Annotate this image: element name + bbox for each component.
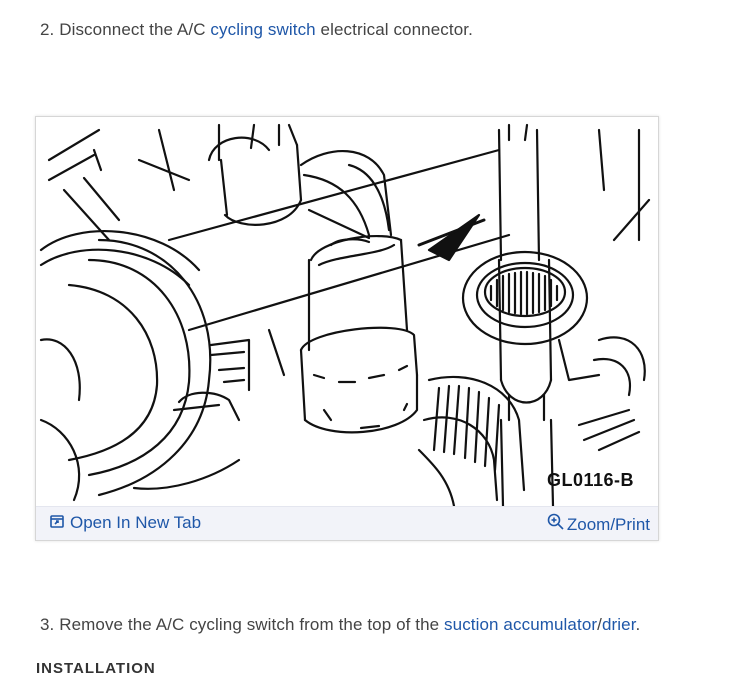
drier-link[interactable]: drier [601,615,636,634]
zoom-print-label: Zoom/Print [566,514,650,534]
step-3-suffix: . [635,615,641,634]
zoom-print-link[interactable]: Zoom/Print [547,513,650,536]
zoom-in-icon [547,513,565,536]
step-3-separator: / [597,615,602,634]
installation-heading: INSTALLATION [36,660,156,677]
cycling-switch-link[interactable]: cycling switch [210,20,316,39]
step-2-prefix: 2. Disconnect the A/C [40,20,211,39]
step-2-suffix: electrical connector. [315,20,473,39]
suction-accumulator-link[interactable]: suction accumulator [444,615,598,634]
figure-card: GL0116-B Open In New Tab Zoom [35,116,659,541]
figure-code-label: GL0116-B [546,470,634,490]
open-in-new-tab-label: Open In New Tab [70,513,202,532]
open-in-new-tab-icon [50,513,64,533]
figure-toolbar: Open In New Tab Zoom/Print [36,506,658,540]
step-3-prefix: 3. Remove the A/C cycling switch from th… [40,615,445,634]
step-3-instruction: 3. Remove the A/C cycling switch from th… [40,614,640,636]
open-in-new-tab-link[interactable]: Open In New Tab [50,513,201,533]
step-2-instruction: 2. Disconnect the A/C cycling switch ele… [40,19,473,41]
ac-cycling-switch-illustration [39,120,653,506]
